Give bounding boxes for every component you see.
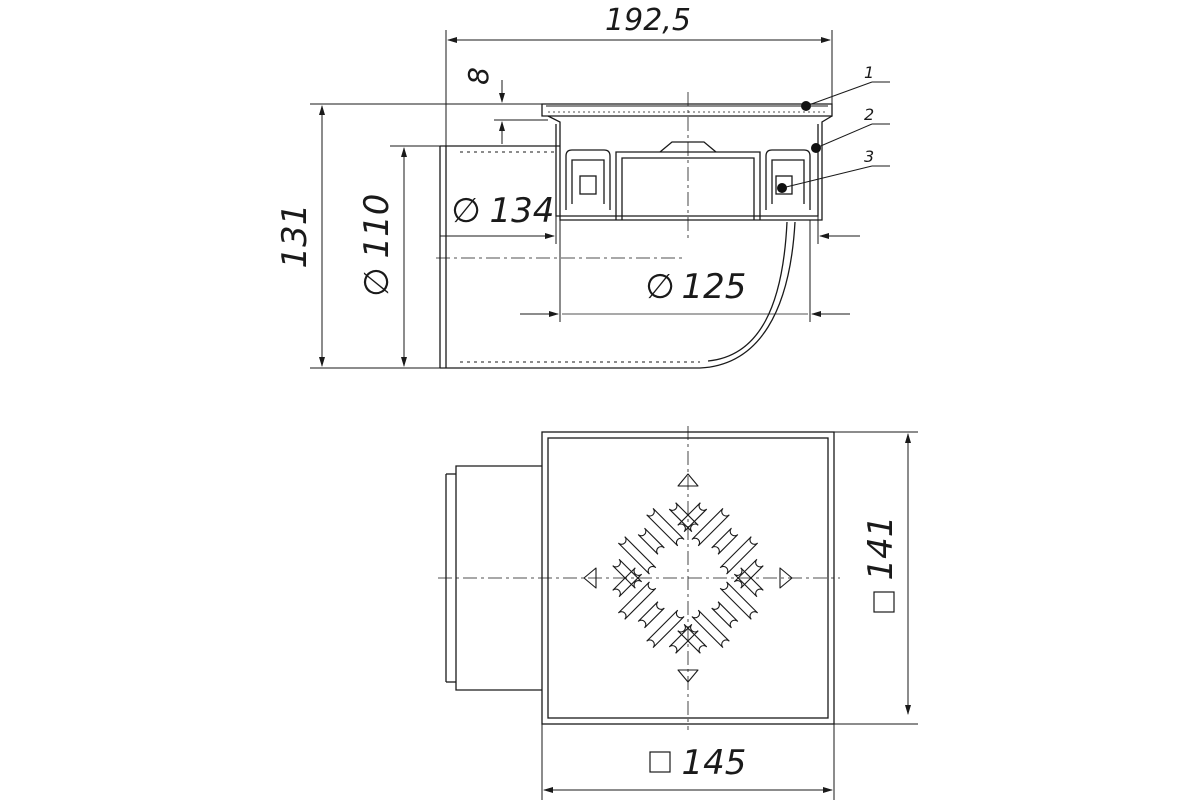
diameter-symbol: ∅	[451, 191, 481, 231]
dim-body-outer	[440, 216, 860, 244]
callout-dot-3	[777, 183, 787, 193]
callout-label-2: 2	[864, 105, 874, 124]
dim-label-grate-thickness: 8	[462, 67, 495, 85]
dim-label-width: 145	[682, 743, 747, 783]
dim-width	[541, 724, 835, 800]
dim-overall-length	[445, 30, 833, 146]
grate-slot	[646, 609, 685, 649]
grate-slot	[733, 558, 764, 589]
grate-slot	[668, 623, 699, 654]
dim-label-body-outer: 134	[490, 191, 555, 231]
grate-slot	[637, 527, 665, 555]
dim-label-outlet-diameter: 110	[357, 194, 397, 259]
grate-slot	[719, 581, 759, 620]
callout-dot-1	[801, 101, 811, 111]
callout-dot-2	[811, 143, 821, 153]
diameter-symbol: ∅	[645, 267, 675, 307]
grate-slot	[691, 609, 730, 649]
grate-slot	[646, 507, 685, 547]
dim-label-overall-height: 131	[275, 204, 315, 269]
grate-slot	[612, 567, 643, 598]
square-symbol-width	[649, 751, 671, 773]
grate-slot	[711, 601, 739, 629]
drain-body	[541, 103, 833, 221]
dim-label-depth: 141	[861, 516, 901, 581]
dim-body-inner	[520, 220, 850, 322]
square-symbol-depth	[873, 591, 895, 613]
grate-drop-opening	[677, 473, 699, 487]
grate-slot	[733, 567, 764, 598]
dim-outlet-diameter	[390, 145, 440, 367]
grate-slot	[677, 502, 708, 533]
top-view	[438, 426, 918, 800]
side-view	[310, 30, 890, 369]
grate-slot	[719, 536, 759, 575]
dim-overall-height	[310, 103, 542, 369]
grate-slot	[637, 601, 665, 629]
dim-label-outlet-diameter-group: ∅ 110	[357, 194, 397, 297]
grate-slot	[691, 507, 730, 547]
grate-slot	[617, 581, 657, 620]
callout-label-3: 3	[864, 147, 874, 166]
outlet-pipe	[439, 145, 796, 369]
grate-slot	[711, 527, 739, 555]
grate-drop-opening	[779, 567, 793, 589]
top-centerlines	[438, 426, 840, 730]
callout-leaders	[781, 81, 890, 189]
grate-drop-opening	[677, 669, 699, 683]
grate-slot	[668, 502, 699, 533]
dim-grate-thickness	[494, 80, 548, 144]
callout-label-1: 1	[864, 63, 874, 82]
grate-drop-opening	[583, 567, 597, 589]
grate-slot	[677, 623, 708, 654]
dim-label-overall-length: 192,5	[605, 3, 691, 38]
side-centerlines	[436, 92, 689, 259]
dim-label-body-inner: 125	[682, 267, 747, 307]
diameter-symbol: ∅	[357, 267, 397, 297]
grate-slot	[617, 536, 657, 575]
grate-slot	[612, 558, 643, 589]
dim-depth	[834, 431, 918, 725]
